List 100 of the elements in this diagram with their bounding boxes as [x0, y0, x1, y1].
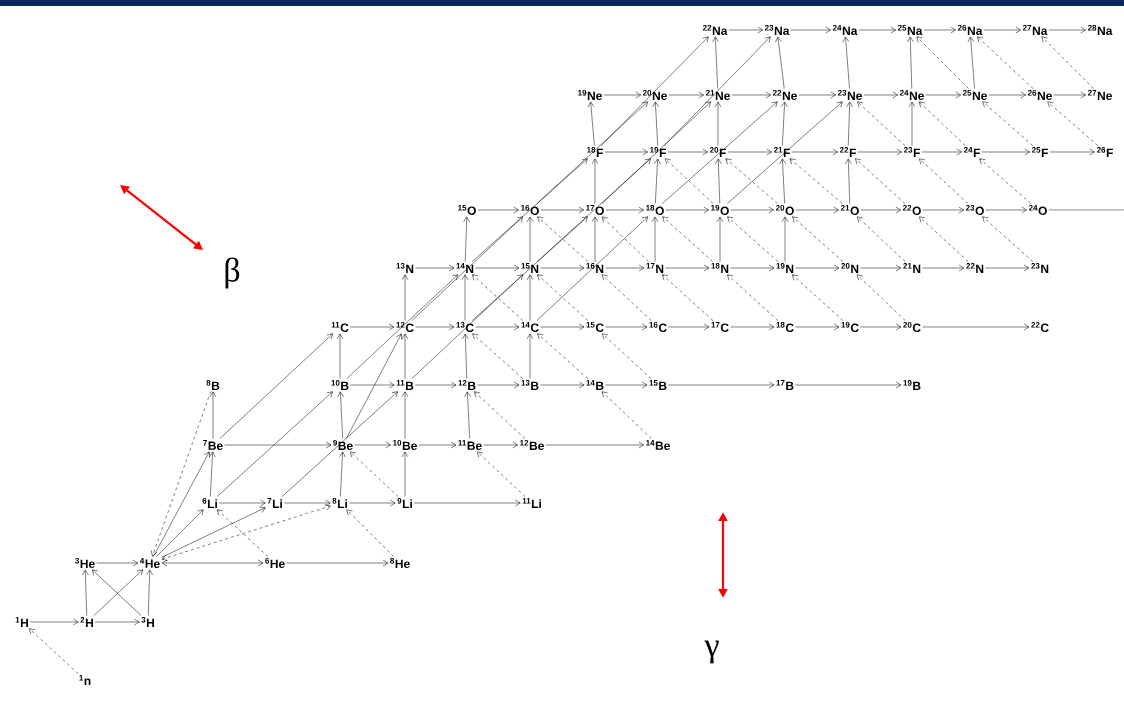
isotope-label: $^{11}$Li — [522, 498, 541, 508]
arrow — [401, 274, 409, 321]
isotope-label: $^{17}$B — [776, 380, 794, 390]
isotope-label: $^{21}$O — [840, 204, 859, 215]
arrow — [918, 101, 966, 146]
arrow — [472, 333, 524, 379]
arrow — [662, 216, 714, 262]
arrow — [603, 91, 641, 99]
arrow — [471, 216, 588, 321]
isotope-label: $^{19}$N — [776, 263, 794, 273]
isotope-label: $^{1}$H — [15, 617, 28, 627]
arrow — [714, 101, 722, 146]
isotope-label: $^{16}$N — [586, 263, 604, 273]
arrow — [415, 323, 455, 331]
arrow — [29, 628, 79, 674]
isotope-label: $^{13}$N — [396, 263, 414, 273]
arrow — [346, 333, 402, 439]
arrow — [654, 158, 661, 204]
arrow — [842, 36, 850, 89]
arrow — [662, 274, 714, 321]
arrow — [923, 26, 956, 34]
isotope-label: $^{10}$Be — [393, 439, 417, 450]
arrow — [346, 274, 459, 379]
arrow — [728, 26, 763, 34]
isotope-label: $^{27}$Ne — [1087, 89, 1112, 100]
arrow — [537, 216, 589, 262]
arrow — [411, 274, 524, 379]
arrow — [668, 323, 710, 331]
arrow — [348, 499, 396, 507]
arrow — [29, 618, 79, 626]
arrow — [857, 216, 906, 262]
isotope-label: $^{13}$C — [456, 321, 474, 332]
arrow — [411, 216, 524, 321]
arrow — [605, 206, 644, 214]
arrow — [858, 26, 896, 34]
isotope-label: $^{20}$F — [709, 147, 726, 157]
arrow — [663, 36, 771, 146]
isotope-label: $^{4}$He — [140, 558, 160, 568]
arrow — [156, 509, 204, 557]
isotope-label: $^{16}$O — [521, 204, 539, 215]
arrow — [857, 148, 902, 156]
arrow — [982, 101, 1033, 146]
arrow — [921, 148, 962, 156]
isotope-label: $^{1}$n — [79, 675, 91, 685]
arrow — [477, 381, 520, 389]
isotope-label: $^{17}$O — [586, 205, 604, 215]
arrow — [860, 323, 902, 331]
isotope-label: $^{8}$B — [206, 380, 220, 390]
arrow — [795, 206, 839, 214]
arrow — [153, 451, 210, 557]
arrow — [845, 158, 852, 204]
arrow — [668, 91, 704, 99]
isotope-label: $^{18}$N — [711, 263, 729, 273]
arrow — [339, 451, 346, 497]
arrow — [281, 391, 398, 497]
arrow — [286, 559, 389, 567]
arrow — [216, 391, 333, 497]
arrow — [545, 441, 644, 449]
arrow — [349, 323, 395, 331]
isotope-label: $^{27}$Na — [1022, 24, 1048, 35]
isotope-label: $^{17}$N — [646, 263, 664, 273]
isotope-label: $^{8}$He — [390, 557, 410, 568]
isotope-label: $^{24}$F — [963, 147, 980, 157]
arrow — [536, 158, 651, 262]
isotope-label: $^{7}$Be — [203, 440, 223, 450]
isotope-label: $^{24}$Na — [832, 24, 858, 35]
isotope-label: $^{12}$C — [396, 321, 414, 332]
arrow — [526, 333, 534, 379]
arrow — [536, 216, 649, 321]
isotope-label: $^{18}$O — [646, 204, 664, 215]
arrow — [401, 451, 409, 497]
arrow — [601, 391, 652, 439]
isotope-label: $^{25}$Na — [897, 24, 923, 35]
isotope-label: $^{6}$Li — [202, 498, 217, 508]
isotope-label: $^{8}$Li — [332, 498, 347, 508]
arrow — [779, 158, 786, 204]
arrow — [775, 36, 785, 89]
arrow — [605, 381, 648, 389]
arrow — [337, 391, 344, 439]
arrow — [916, 36, 969, 89]
arrow — [792, 216, 844, 262]
isotope-label: $^{22}$F — [839, 147, 856, 157]
isotope-label: $^{20}$Ne — [642, 89, 667, 100]
arrow — [907, 36, 914, 89]
arrow — [605, 323, 648, 331]
isotope-label: $^{22}$Ne — [772, 89, 797, 100]
arrow — [925, 91, 961, 99]
arrow — [662, 101, 778, 204]
arrow — [982, 216, 1034, 262]
arrow — [537, 274, 589, 321]
arrow — [540, 264, 585, 272]
isotope-label: $^{20}$C — [903, 321, 921, 332]
arrow — [464, 391, 471, 439]
isotope-label: $^{21}$N — [903, 263, 921, 273]
arrow — [715, 158, 722, 204]
isotope-label: $^{19}$F — [650, 147, 666, 157]
arrow — [601, 216, 649, 262]
isotope-label: $^{3}$H — [141, 617, 154, 627]
arrow — [919, 216, 969, 262]
arrow — [983, 26, 1021, 34]
